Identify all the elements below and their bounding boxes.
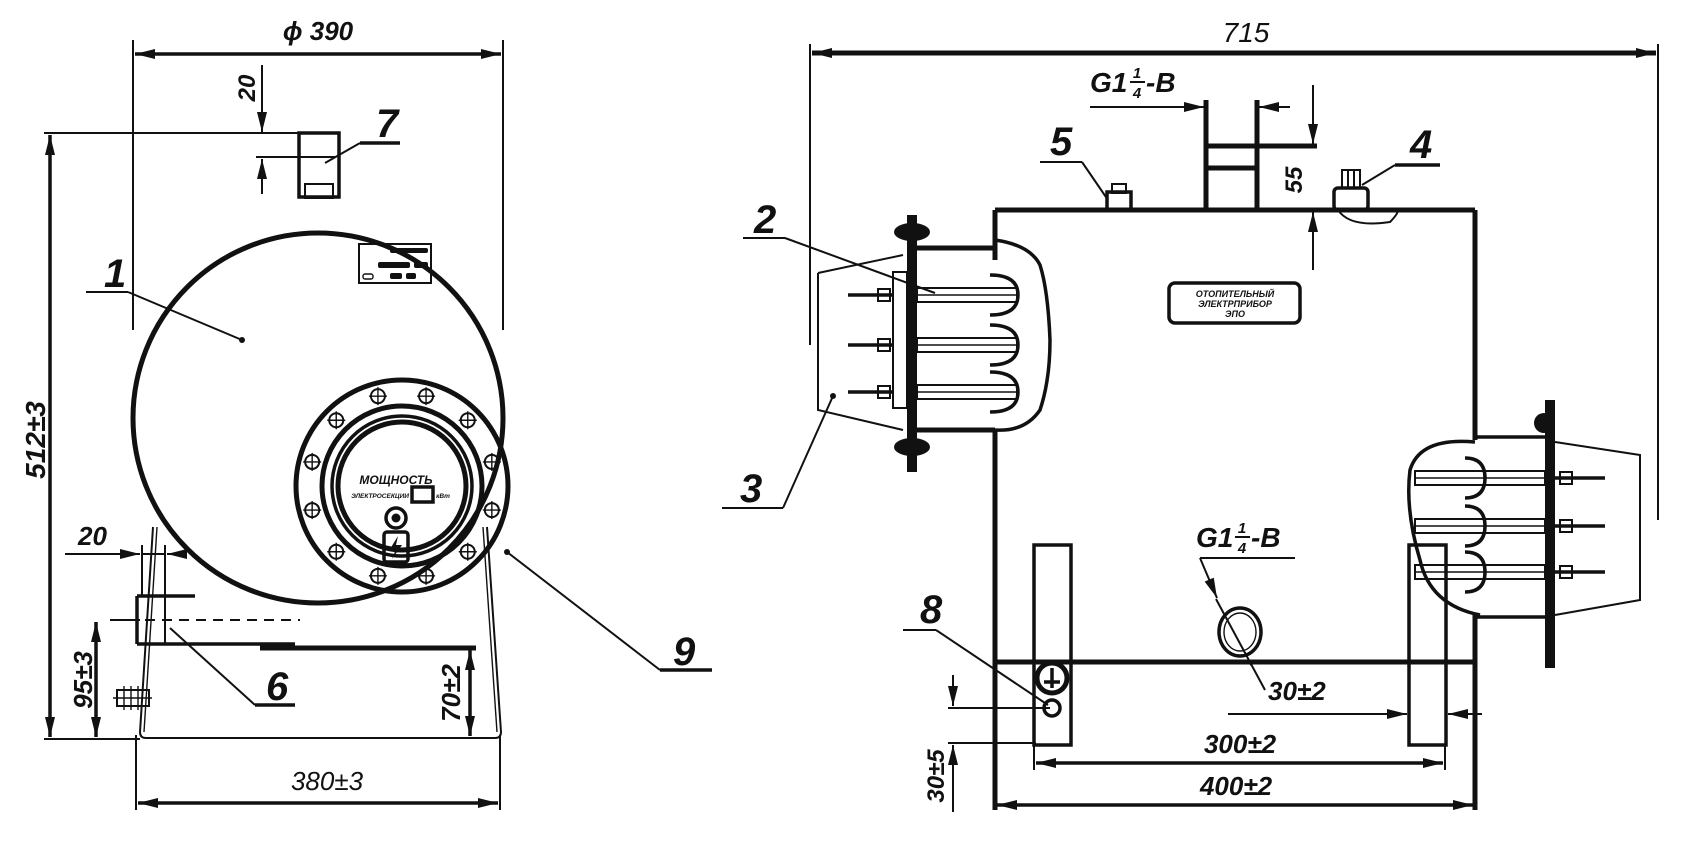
- svg-text:8: 8: [920, 588, 943, 632]
- tank-body: [992, 207, 1478, 810]
- dim-side-pipe-label: 20: [77, 521, 107, 551]
- dim-leg-height: 70±2: [436, 650, 475, 736]
- dim-diameter-label: ϕ 390: [283, 16, 354, 46]
- svg-text:1: 1: [104, 252, 126, 296]
- top-thread-label: G1 1 4 -B: [1090, 65, 1176, 102]
- power-label: МОЩНОСТЬ: [359, 473, 433, 487]
- dim-foot-width-label: 30±2: [1268, 676, 1326, 706]
- high-voltage-icon: [382, 530, 410, 564]
- svg-text:ЭПО: ЭПО: [1225, 309, 1245, 319]
- heating-rod: [848, 323, 1020, 367]
- svg-text:G1: G1: [1196, 522, 1233, 553]
- callout-3: 3: [722, 393, 836, 511]
- svg-text:4: 4: [1409, 123, 1432, 167]
- dim-overall-height-label: 512±3: [20, 401, 51, 479]
- power-value-box: [410, 485, 435, 504]
- ground-bolt: [113, 686, 152, 710]
- svg-text:ОТОПИТЕЛЬНЫЙ: ОТОПИТЕЛЬНЫЙ: [1196, 288, 1275, 299]
- svg-text:6: 6: [266, 665, 289, 709]
- svg-text:2: 2: [753, 198, 776, 242]
- dim-foot-spacing: 300±2: [1033, 729, 1446, 770]
- bolt-icon: [327, 542, 346, 561]
- support-feet: [1032, 543, 1448, 747]
- callout-7: 7: [324, 102, 400, 164]
- dim-55-label: 55: [1281, 166, 1308, 193]
- svg-text:3: 3: [740, 467, 762, 511]
- bolt-icon: [417, 387, 436, 406]
- bolt-icon: [482, 452, 501, 471]
- bolt-icon: [303, 452, 322, 471]
- dim-base-width-label: 380±3: [291, 766, 364, 796]
- flange: [293, 377, 511, 595]
- heating-rod: [848, 370, 1020, 414]
- top-outlet-pipe: [297, 131, 341, 199]
- dim-diameter: ϕ 390: [132, 16, 504, 330]
- tank-shell: [130, 230, 506, 606]
- bolt-icon: [327, 411, 346, 430]
- svg-text:G1: G1: [1090, 67, 1127, 98]
- dim-drain-height-label: 95±3: [68, 651, 98, 709]
- heating-rod: [1414, 456, 1605, 500]
- support-stand: [138, 526, 503, 739]
- dim-top-outlet: 20: [234, 65, 335, 194]
- dim-overall-length-label: 715: [1223, 17, 1270, 48]
- control-panel: [358, 243, 432, 284]
- bolt-icon: [368, 387, 387, 406]
- svg-text:9: 9: [673, 630, 696, 674]
- power-nameplate: МОЩНОСТЬ ЭЛЕКТРОСЕКЦИИ кВт: [351, 473, 450, 564]
- right-view: 715 ОТОПИТЕЛЬНЫЙ ЭЛЕКТРПРИБОР ЭПО: [722, 17, 1659, 812]
- svg-text:5: 5: [1050, 120, 1073, 164]
- dim-base-width: 380±3: [135, 735, 501, 810]
- bolt-icon: [458, 542, 477, 561]
- dim-top-outlet-side: 55: [1281, 85, 1318, 270]
- bolt-icon: [417, 566, 436, 585]
- dim-top-outlet-label: 20: [234, 74, 261, 102]
- svg-text:ЭЛЕКТРПРИБОР: ЭЛЕКТРПРИБОР: [1198, 299, 1273, 309]
- section-label: ЭЛЕКТРОСЕКЦИИ: [351, 493, 409, 500]
- dim-ground-height: 30±5: [923, 675, 1050, 812]
- bottom-drain: G1 1 4 -B: [1196, 520, 1295, 691]
- svg-text:-B: -B: [1146, 67, 1176, 98]
- bottom-thread-label: G1 1 4 -B: [1196, 520, 1281, 557]
- top-outlet-pipe-side: G1 1 4 -B: [1090, 65, 1317, 210]
- safety-valve-4: 4: [1332, 123, 1440, 225]
- flange-bolts: [303, 387, 501, 585]
- svg-text:1: 1: [1238, 520, 1246, 537]
- dim-foot-spacing-label: 300±2: [1204, 729, 1277, 759]
- callout-2: 2: [743, 198, 936, 294]
- svg-text:4: 4: [1132, 85, 1142, 102]
- svg-text:7: 7: [376, 102, 400, 146]
- callout-9: 9: [504, 549, 712, 674]
- dim-ground-height-label: 30±5: [923, 749, 950, 803]
- dim-drain-height: 95±3: [68, 622, 101, 737]
- callout-1: 1: [86, 252, 245, 343]
- left-view: ϕ 390 512±3 20 7: [20, 16, 712, 810]
- dim-side-pipe: 20: [65, 521, 187, 559]
- dim-body-length-label: 400±2: [1199, 771, 1273, 801]
- bolt-icon: [482, 501, 501, 520]
- dim-leg-height-label: 70±2: [436, 664, 466, 722]
- air-vent-5: 5: [1040, 120, 1133, 212]
- heating-element-right: [1407, 400, 1641, 668]
- callout-6: 6: [169, 627, 295, 709]
- bolt-icon: [303, 501, 322, 520]
- bolt-icon: [458, 411, 477, 430]
- dim-overall-height: 512±3: [20, 132, 340, 740]
- dim-overall-length: 715: [809, 17, 1659, 520]
- ground-terminal-8: 8: [903, 588, 1070, 718]
- heating-rod: [848, 273, 1020, 317]
- heating-rod: [1414, 504, 1605, 548]
- bolt-icon: [368, 566, 387, 585]
- body-nameplate: ОТОПИТЕЛЬНЫЙ ЭЛЕКТРПРИБОР ЭПО: [1167, 281, 1302, 325]
- svg-text:1: 1: [1133, 65, 1141, 82]
- svg-text:4: 4: [1237, 540, 1247, 557]
- svg-text:-B: -B: [1251, 522, 1281, 553]
- kw-unit-label: кВт: [436, 493, 450, 500]
- heating-rod: [1414, 550, 1605, 594]
- heating-element-left: [817, 215, 1052, 472]
- dim-foot-width: 30±2: [1228, 676, 1482, 719]
- dim-body-length: 400±2: [997, 771, 1473, 810]
